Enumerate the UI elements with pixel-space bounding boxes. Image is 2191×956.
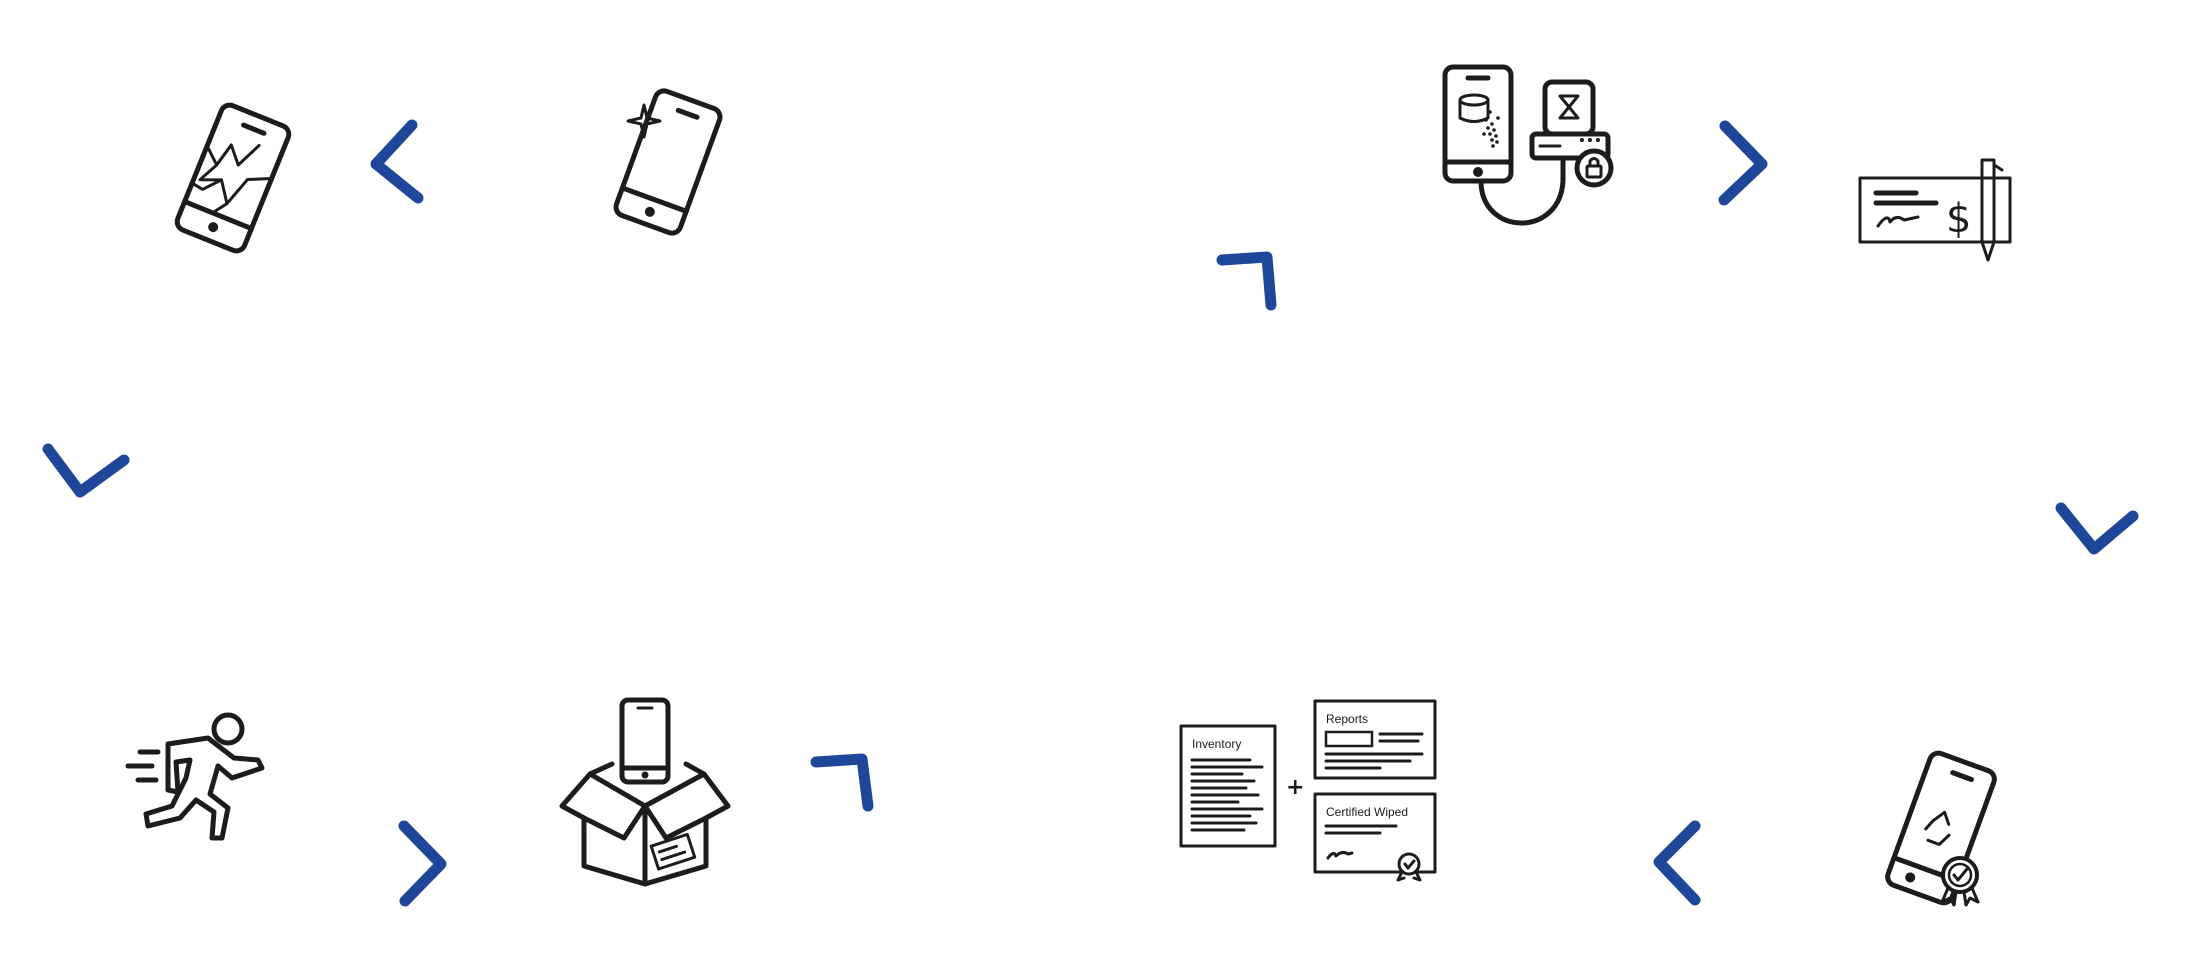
check-pen-icon: $ bbox=[1858, 158, 2012, 262]
inventory-lines bbox=[1190, 758, 1264, 832]
arrow-corner-top-mid bbox=[1216, 251, 1277, 311]
phone-box-icon bbox=[559, 697, 731, 887]
documents-icon: Inventory + Reports Certified Wiped bbox=[1179, 699, 1437, 882]
inventory-document bbox=[1179, 724, 1277, 848]
reports-label: Reports bbox=[1326, 712, 1368, 726]
certified-wiped-label: Certified Wiped bbox=[1326, 805, 1408, 819]
broken-phone-icon bbox=[174, 102, 292, 254]
arrow-corner-bottom-mid bbox=[810, 753, 874, 812]
phone-wipe-device-icon bbox=[1442, 64, 1614, 226]
sparkle-phone-icon bbox=[613, 88, 723, 236]
data-particles bbox=[1482, 110, 1500, 148]
arrow-right-top bbox=[1718, 120, 1768, 206]
arrow-left-bottom bbox=[1653, 820, 1701, 906]
arrows bbox=[42, 119, 2139, 907]
arrow-down-right bbox=[2055, 502, 2139, 555]
arrow-down-left bbox=[42, 443, 130, 498]
recycle-certified-phone-icon bbox=[1885, 750, 1997, 907]
running-person-icon bbox=[125, 712, 265, 841]
inventory-label: Inventory bbox=[1192, 737, 1241, 751]
arrow-left-top-1 bbox=[370, 119, 424, 204]
plus-sign: + bbox=[1286, 775, 1304, 800]
arrow-right-bottom bbox=[398, 820, 447, 907]
certified-wiped-document bbox=[1313, 792, 1437, 874]
reports-document bbox=[1313, 699, 1437, 780]
dollar-sign: $ bbox=[1946, 196, 1971, 242]
